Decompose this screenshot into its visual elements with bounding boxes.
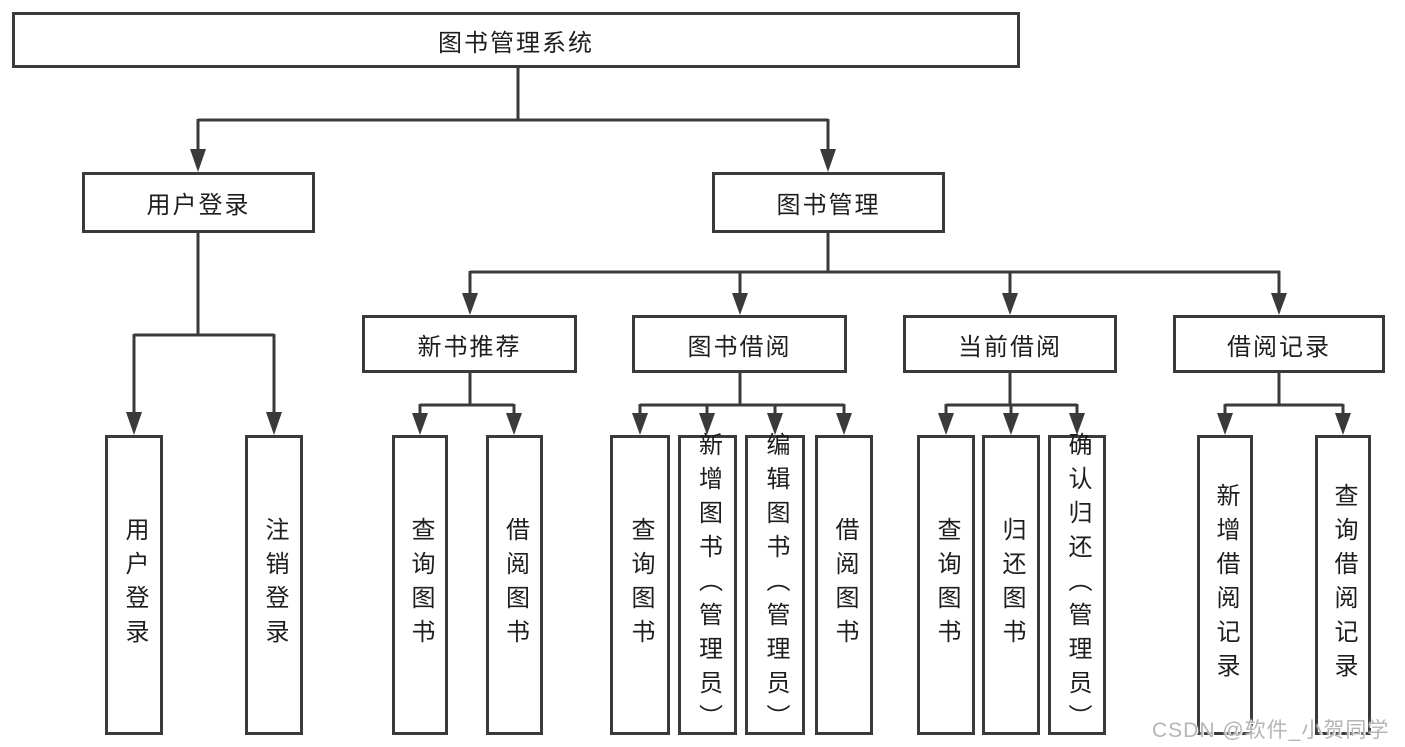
- leaf-label: 归还图书: [998, 517, 1025, 653]
- leaf-add-borrow-record: 新增借阅记录: [1197, 435, 1253, 735]
- leaf-edit-books-admin: 编辑图书（管理员）: [745, 432, 805, 738]
- leaf-label: 借阅图书: [501, 517, 529, 653]
- node-book-borrow: 图书借阅: [632, 315, 847, 373]
- node-borrow-records: 借阅记录: [1173, 315, 1385, 373]
- node-new-book-recommend: 新书推荐: [362, 315, 577, 373]
- leaf-confirm-return-admin: 确认归还（管理员）: [1048, 432, 1106, 738]
- leaf-return-books: 归还图书: [982, 435, 1040, 735]
- leaf-label: 查询图书: [407, 517, 434, 653]
- leaf-label: 确认归还（管理员）: [1064, 432, 1091, 738]
- node-current-borrow: 当前借阅: [903, 315, 1117, 373]
- leaf-query-books: 查询图书: [610, 435, 670, 735]
- leaf-borrow-books: 借阅图书: [486, 435, 543, 735]
- leaf-query-borrow-record: 查询借阅记录: [1315, 435, 1371, 735]
- leaf-label: 查询图书: [627, 517, 654, 653]
- leaf-label: 用户登录: [121, 517, 148, 653]
- leaf-logout: 注销登录: [245, 435, 303, 735]
- node-user-login-branch: 用户登录: [82, 172, 315, 233]
- node-book-management-branch: 图书管理: [712, 172, 945, 233]
- csdn-watermark: CSDN @软件_小贺同学: [1152, 719, 1390, 742]
- leaf-label: 编辑图书（管理员）: [762, 432, 789, 738]
- leaf-label: 查询借阅记录: [1330, 483, 1357, 687]
- leaf-query-books: 查询图书: [392, 435, 448, 735]
- leaf-label: 借阅图书: [831, 517, 858, 653]
- leaf-user-login: 用户登录: [105, 435, 163, 735]
- leaf-label: 注销登录: [261, 517, 288, 653]
- leaf-query-books: 查询图书: [917, 435, 975, 735]
- leaf-borrow-books: 借阅图书: [815, 435, 873, 735]
- leaf-label: 新增图书（管理员）: [694, 432, 722, 738]
- leaf-add-books-admin: 新增图书（管理员）: [678, 432, 737, 738]
- node-book-management-system: 图书管理系统: [12, 12, 1020, 68]
- leaf-label: 新增借阅记录: [1212, 483, 1239, 687]
- leaf-label: 查询图书: [933, 517, 960, 653]
